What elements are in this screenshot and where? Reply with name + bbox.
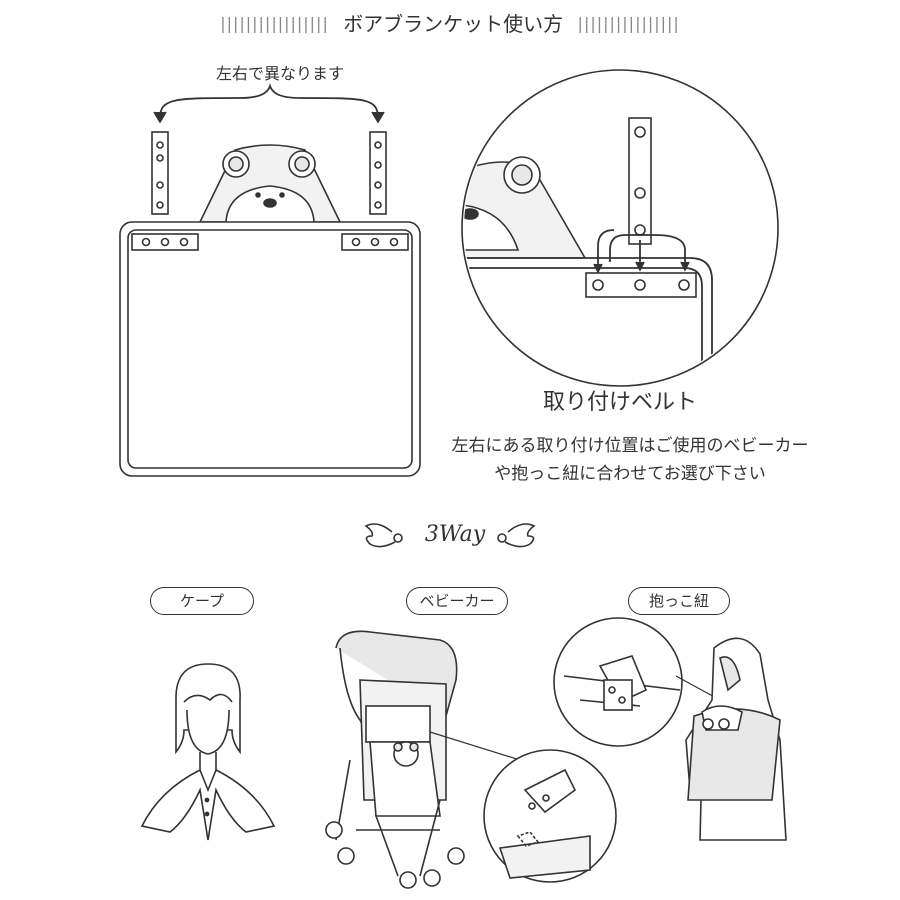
three-way-title: 3Way	[400, 522, 510, 547]
attachment-note-line2: や抱っこ紐に合わせてお選び下さい	[420, 460, 840, 488]
belt-label: 取り付けベルト	[500, 384, 740, 416]
difference-arrow	[160, 86, 378, 118]
stroller-wheel-icon	[326, 822, 464, 888]
title-decoration-right: ||||||||||||||||	[578, 14, 680, 33]
right-strap-icon	[370, 132, 386, 214]
stroller-label: ベビーカー	[406, 587, 508, 615]
attachment-note-line1: 左右にある取り付け位置はご使用のベビーカー	[420, 432, 840, 460]
wing-left-icon	[366, 524, 402, 547]
difference-note: 左右で異なります	[170, 60, 390, 84]
left-strap-icon	[152, 132, 168, 214]
bear-hood-icon	[200, 145, 340, 222]
attachment-note: 左右にある取り付け位置はご使用のベビーカー や抱っこ紐に合わせてお選び下さい	[420, 432, 840, 488]
carrier-label: 抱っこ紐	[628, 587, 730, 615]
cape-label: ケープ	[150, 587, 254, 615]
cape-figure	[142, 664, 274, 840]
title-text: ボアブランケット使い方	[343, 8, 563, 37]
title-decoration-left: |||||||||||||||||	[220, 14, 329, 33]
blanket-diagram	[120, 86, 420, 476]
belt-zoom-detail	[462, 70, 778, 400]
page-title: ||||||||||||||||| ボアブランケット使い方 ||||||||||…	[0, 8, 900, 37]
